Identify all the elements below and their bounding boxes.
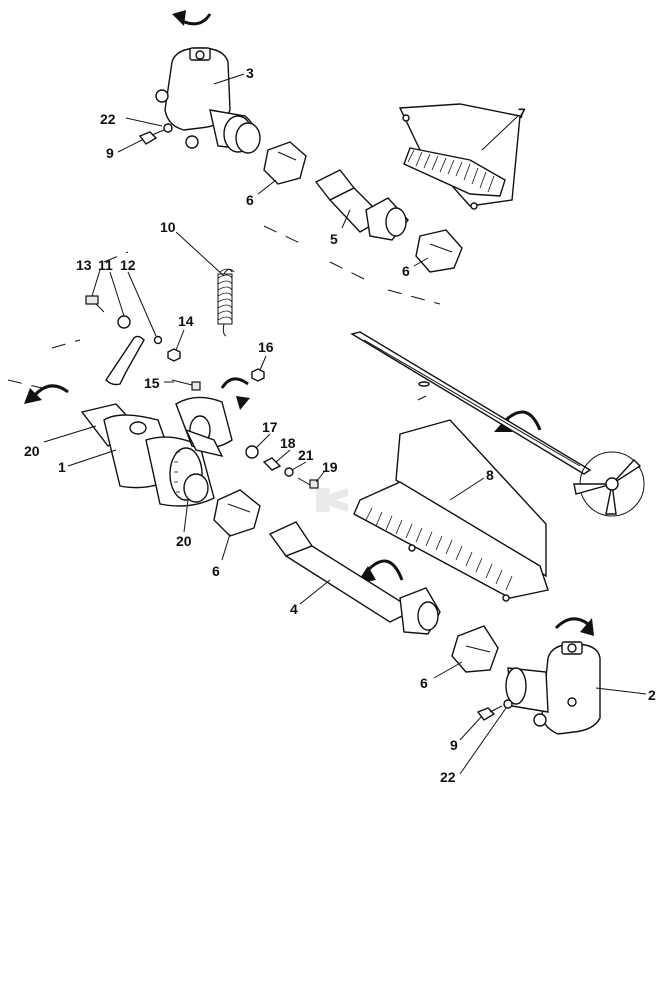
callout-3: 3 <box>246 65 254 81</box>
coupling-6a <box>263 141 307 185</box>
bolt-upper <box>138 129 165 145</box>
callout-20-left: 20 <box>24 443 40 459</box>
impeller <box>573 451 645 517</box>
callout-22-upper: 22 <box>100 111 116 127</box>
callout-7: 7 <box>518 105 526 121</box>
callout-6-lower-right: 6 <box>420 675 428 691</box>
gearbox-main-teeth <box>174 451 180 493</box>
callout-6-upper: 6 <box>246 192 254 208</box>
callout-12: 12 <box>120 257 136 273</box>
rotation-arrow-left <box>24 384 69 404</box>
cover-lower-teeth <box>365 507 513 591</box>
callout-21: 21 <box>298 447 314 463</box>
callout-labels: 3 22 9 6 5 6 7 10 13 11 12 14 16 15 17 1… <box>24 65 656 785</box>
callout-15: 15 <box>144 375 160 391</box>
callout-11: 11 <box>98 257 113 273</box>
coupling-6d <box>451 625 499 673</box>
callout-8: 8 <box>486 467 494 483</box>
watermark-mark <box>316 488 348 512</box>
washer-21 <box>284 467 294 477</box>
nut-16 <box>251 368 265 382</box>
nut-11 <box>117 315 131 329</box>
gearbox-main <box>80 396 233 507</box>
callout-17: 17 <box>262 419 278 435</box>
callout-14: 14 <box>178 313 194 329</box>
cover-upper-teeth <box>407 149 495 193</box>
washer-upper <box>163 123 173 133</box>
washer-17 <box>245 445 259 459</box>
washer-lower <box>503 699 513 709</box>
cover-upper <box>398 103 521 210</box>
callout-5: 5 <box>330 231 338 247</box>
gearbox-lower <box>505 641 601 735</box>
callout-4: 4 <box>290 601 298 617</box>
callout-6-upper-right: 6 <box>402 263 410 279</box>
bolt-lower <box>476 705 503 721</box>
callout-22-lower: 22 <box>440 769 456 785</box>
bracket-11 <box>105 335 145 386</box>
coupling-6b <box>415 229 463 273</box>
gearbox-upper <box>155 47 261 154</box>
rotation-arrow-mid <box>220 377 250 410</box>
callout-13: 13 <box>76 257 92 273</box>
spring <box>217 268 235 337</box>
callout-2: 2 <box>648 687 656 703</box>
callout-18: 18 <box>280 435 296 451</box>
centerlines <box>7 225 441 389</box>
callout-6-lower-left: 6 <box>212 563 220 579</box>
bolt-19 <box>297 477 319 489</box>
callout-1: 1 <box>58 459 66 475</box>
coupling-6c <box>213 489 261 537</box>
callout-16: 16 <box>258 339 274 355</box>
callout-20-bottom: 20 <box>176 533 192 549</box>
callout-9-upper: 9 <box>106 145 114 161</box>
telescopic-tube-upper <box>314 169 409 241</box>
callout-9-lower: 9 <box>450 737 458 753</box>
bolt-15 <box>171 379 201 391</box>
leader-lines <box>43 73 647 775</box>
washer-12 <box>153 335 163 345</box>
callout-19: 19 <box>322 459 338 475</box>
rotation-arrow-top <box>172 10 212 26</box>
telescopic-tube-lower <box>268 521 441 635</box>
pin-18 <box>262 457 282 471</box>
nut-14 <box>167 348 181 362</box>
bolt-13 <box>85 295 105 313</box>
cover-lower <box>353 419 549 602</box>
callout-10: 10 <box>160 219 176 235</box>
shaft-long <box>350 331 592 475</box>
rotation-arrow-gearbox <box>554 617 594 636</box>
